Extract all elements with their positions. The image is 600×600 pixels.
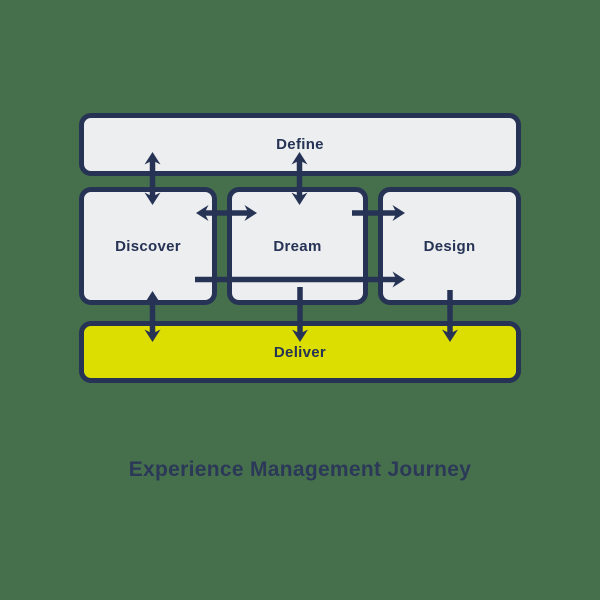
box-discover-label: Discover xyxy=(115,237,181,255)
arrow-discover-design xyxy=(195,271,405,288)
box-define-label: Define xyxy=(276,136,324,153)
arrow-dream-deliver xyxy=(292,287,308,342)
box-dream-label: Dream xyxy=(273,237,322,255)
box-dream: Dream xyxy=(227,187,368,305)
arrow-discover-dream xyxy=(196,205,257,221)
box-design-label: Design xyxy=(423,237,476,255)
arrow-define-dream xyxy=(291,152,308,205)
arrow-dream-design xyxy=(352,205,405,221)
box-deliver-label: Deliver xyxy=(273,343,327,361)
arrow-discover-deliver xyxy=(144,291,161,342)
diagram-title: Experience Management Journey xyxy=(128,458,472,481)
arrow-design-deliver xyxy=(442,290,458,342)
box-discover: Discover xyxy=(79,187,217,305)
arrow-define-discover xyxy=(144,152,161,205)
